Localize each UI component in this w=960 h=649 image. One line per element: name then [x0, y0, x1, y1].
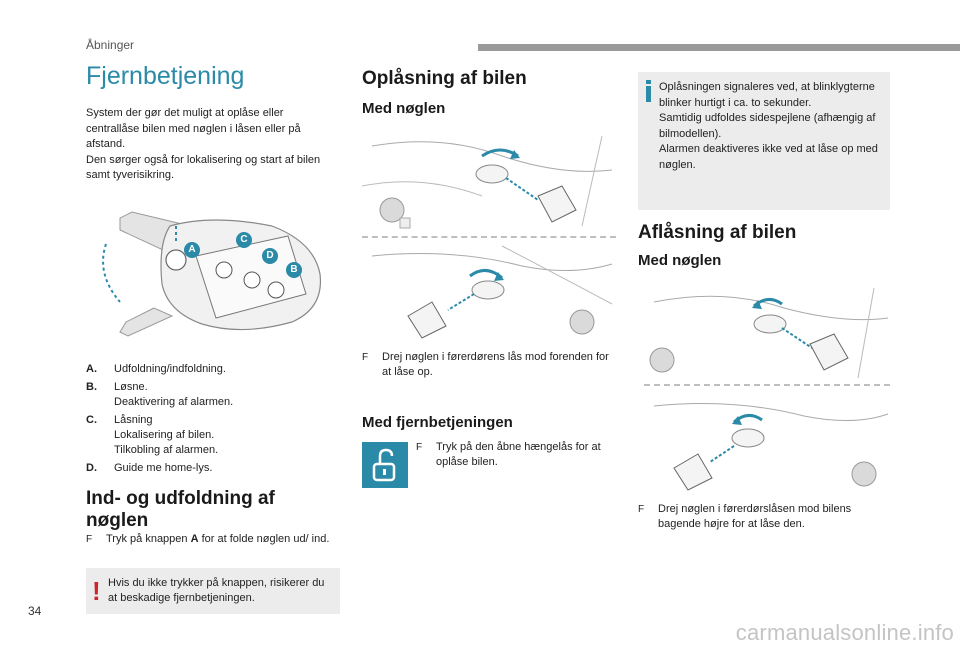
section-label: Åbninger: [86, 38, 135, 52]
warning-icon: !: [92, 576, 101, 606]
bullet-text: Tryk på den åbne hængelås for at oplåse …: [436, 441, 601, 468]
label-b-badge: B: [286, 262, 302, 278]
legend-text: Lokalisering af bilen.: [114, 429, 215, 441]
lock-door-illustration-1: [644, 278, 890, 382]
legend-key: C.: [86, 414, 97, 426]
label-d-badge: D: [262, 248, 278, 264]
info-text: Oplåsningen signaleres ved, at blinklygt…: [659, 81, 878, 171]
bullet-text: for at folde nøglen ud/ ind.: [198, 533, 330, 545]
warning-text: Hvis du ikke trykker på knappen, risiker…: [108, 577, 325, 604]
bullet-text: Tryk på knappen: [106, 533, 191, 545]
unlock-door-illustration-2: [362, 242, 616, 344]
bullet-glyph: F: [416, 442, 423, 453]
legend-text: Løsne.: [114, 381, 148, 393]
warning-box: ! Hvis du ikke trykker på knappen, risik…: [86, 568, 340, 614]
unlock-remote-instruction: F Tryk på den åbne hængelås for at oplås…: [416, 440, 616, 470]
unlock-key-subheading: Med nøglen: [362, 100, 446, 117]
legend-text: Deaktivering af alarmen.: [114, 396, 234, 408]
unlock-door-illustration-1: [362, 126, 616, 232]
legend-key: B.: [86, 381, 97, 393]
legend-text: Udfoldning/indfoldning.: [114, 363, 226, 375]
unlock-remote-subheading: Med fjernbetjeningen: [362, 414, 513, 431]
fold-instruction: F Tryk på knappen A for at folde nøglen …: [86, 532, 336, 547]
info-box: Oplåsningen signaleres ved, at blinklygt…: [638, 72, 890, 210]
bullet-text: Drej nøglen i førerdørens lås mod forend…: [382, 351, 609, 378]
legend-text: Tilkobling af alarmen.: [114, 444, 219, 456]
open-padlock-icon: [362, 442, 408, 488]
key-fob-illustration: A C D B: [92, 204, 332, 352]
legend-text: Låsning: [114, 414, 153, 426]
page-title: Fjernbetjening: [86, 62, 245, 90]
watermark: carmanualsonline.info: [735, 620, 954, 645]
legend-key: A.: [86, 363, 97, 375]
label-a-badge: A: [184, 242, 200, 258]
bullet-glyph: F: [638, 504, 645, 515]
button-legend: A. Udfoldning/indfoldning. B. Løsne. Dea…: [86, 362, 346, 479]
legend-item: C. Låsning Lokalisering af bilen. Tilkob…: [86, 413, 346, 458]
lock-heading: Aflåsning af bilen: [638, 222, 797, 243]
legend-key: D.: [86, 462, 97, 474]
lock-key-instruction: F Drej nøglen i førerdørslåsen mod bilen…: [638, 502, 890, 532]
intro-text: System der gør det muligt at oplåse elle…: [86, 107, 321, 181]
fold-heading: Ind- og udfoldning af nøglen: [86, 488, 275, 531]
figure-divider: [644, 384, 890, 386]
legend-item: B. Løsne. Deaktivering af alarmen.: [86, 380, 346, 410]
bullet-text: Drej nøglen i førerdørslåsen mod bilens …: [658, 503, 852, 530]
lock-door-illustration-2: [644, 392, 890, 494]
legend-item: A. Udfoldning/indfoldning.: [86, 362, 346, 377]
unlock-key-instruction: F Drej nøglen i førerdørens lås mod fore…: [362, 350, 617, 380]
key-label: A: [190, 533, 199, 545]
unlock-heading: Oplåsning af bilen: [362, 68, 527, 89]
lock-key-subheading: Med nøglen: [638, 252, 722, 269]
bullet-glyph: F: [86, 534, 93, 545]
header-bar: [478, 44, 960, 51]
page-number: 34: [28, 604, 42, 618]
legend-item: D. Guide me home-lys.: [86, 461, 346, 476]
figure-divider: [362, 236, 616, 238]
label-c-badge: C: [236, 232, 252, 248]
info-icon: [646, 80, 651, 102]
bullet-glyph: F: [362, 352, 369, 363]
legend-text: Guide me home-lys.: [114, 462, 213, 474]
